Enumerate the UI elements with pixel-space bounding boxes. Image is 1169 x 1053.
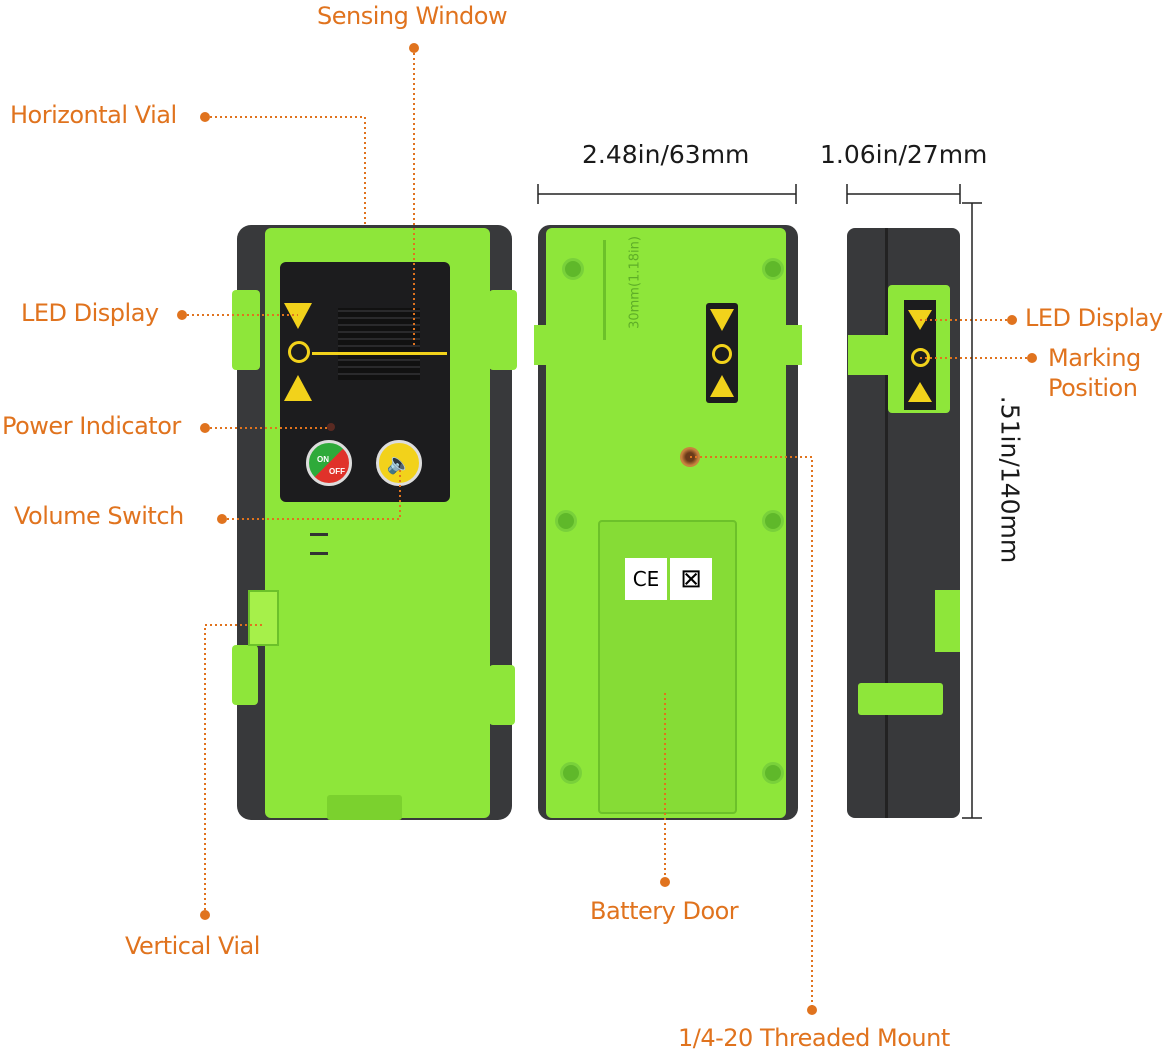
power-button[interactable]: ON OFF xyxy=(306,440,352,486)
vertical-vial xyxy=(248,590,279,646)
back-scale-arrow xyxy=(603,240,606,340)
label-vertical-vial: Vertical Vial xyxy=(125,932,260,960)
volume-button[interactable]: 🔈 xyxy=(376,440,422,486)
ce-mark: CE xyxy=(625,558,667,600)
label-led-display-side: LED Display xyxy=(1025,304,1163,332)
label-power-indicator: Power Indicator xyxy=(2,412,181,440)
label-led-display-front: LED Display xyxy=(21,299,159,327)
label-marking-position-2: Position xyxy=(1048,374,1138,402)
dimension-width: 2.48in/63mm xyxy=(582,140,750,169)
label-battery-door: Battery Door xyxy=(590,897,739,925)
label-horizontal-vial: Horizontal Vial xyxy=(10,101,177,129)
label-marking-position-1: Marking xyxy=(1048,344,1141,372)
battery-door[interactable] xyxy=(598,520,737,814)
weee-icon: ⊠ xyxy=(670,558,712,600)
dimension-depth: 1.06in/27mm xyxy=(820,140,988,169)
power-indicator-led xyxy=(327,423,335,431)
label-threaded-mount: 1/4-20 Threaded Mount xyxy=(678,1024,950,1052)
sensing-window xyxy=(338,308,420,380)
label-volume-switch: Volume Switch xyxy=(14,502,184,530)
dimension-height: .51in/140mm xyxy=(995,395,1025,564)
label-sensing-window: Sensing Window xyxy=(317,2,508,30)
power-on-label: ON xyxy=(317,455,329,464)
back-led-display xyxy=(706,303,738,403)
power-off-label: OFF xyxy=(329,467,345,476)
speaker-icon: 🔈 xyxy=(386,452,412,475)
